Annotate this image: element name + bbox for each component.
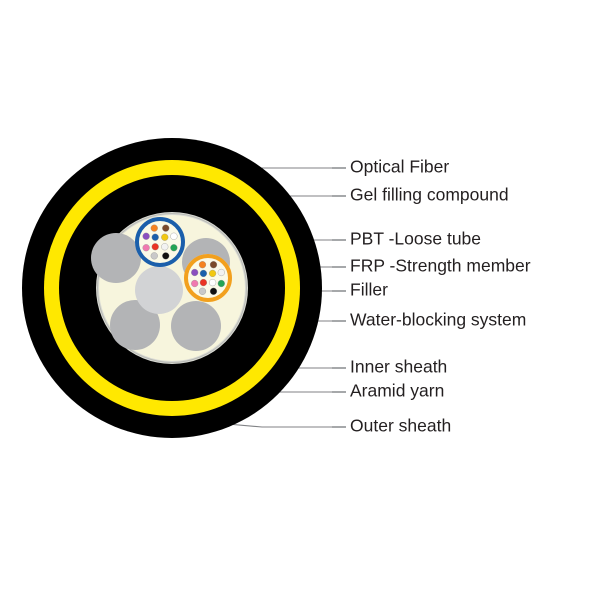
optical-fiber [198,261,207,269]
filler-rod-filler-bottom-right [171,301,221,351]
label-text-pbt-loose-tube: PBT -Loose tube [350,229,481,249]
optical-fiber [191,268,199,277]
loose-tube-blue-loose-tube [135,217,185,267]
optical-fiber [142,244,150,252]
optical-fiber [150,252,158,260]
optical-fiber [170,244,178,252]
loose-tube-ring [135,217,185,267]
water-blocking-outline [97,213,247,363]
loose-tube-orange-loose-tube [184,254,232,302]
label-row-filler[interactable]: Filler [332,280,388,300]
label-row-frp-strength-member[interactable]: FRP -Strength member [332,256,531,276]
optical-fiber [209,261,218,269]
label-row-pbt-loose-tube[interactable]: PBT -Loose tube [332,229,481,249]
optical-fiber [199,269,207,277]
optical-fiber [150,224,158,232]
label-row-gel-filling-compound[interactable]: Gel filling compound [332,185,509,205]
label-row-inner-sheath[interactable]: Inner sheath [332,357,447,377]
label-text-gel-filling-compound: Gel filling compound [350,185,509,205]
optical-fiber [198,287,207,295]
loose-tube-fill [184,254,232,302]
optical-fiber [199,279,207,287]
optical-fiber [151,233,159,241]
label-row-water-blocking-system[interactable]: Water-blocking system [332,310,526,330]
cable-group [22,138,322,438]
optical-fiber [191,279,199,288]
optical-fiber [170,232,178,240]
optical-fiber [162,252,170,260]
optical-fiber [161,243,169,251]
label-text-frp-strength-member: FRP -Strength member [350,256,531,276]
loose-tube-fill [135,217,185,267]
optical-fiber [161,233,169,241]
optical-fiber [151,243,159,251]
optical-fiber [217,268,225,277]
optical-fiber [217,279,225,288]
filler-rod-filler-left [91,233,141,283]
optical-fiber [209,269,217,277]
label-row-optical-fiber[interactable]: Optical Fiber [332,157,449,177]
label-text-filler: Filler [350,280,388,300]
label-text-outer-sheath: Outer sheath [350,416,451,436]
optical-fiber [162,224,170,232]
label-row-outer-sheath[interactable]: Outer sheath [332,416,451,436]
filler-rod-filler-bottom-left [110,300,160,350]
loose-tube-ring [184,254,232,302]
optical-fiber [209,279,217,287]
optical-fiber [209,287,218,295]
label-row-aramid-yarn[interactable]: Aramid yarn [332,381,444,401]
label-text-optical-fiber: Optical Fiber [350,157,449,177]
label-text-aramid-yarn: Aramid yarn [350,381,444,401]
label-text-inner-sheath: Inner sheath [350,357,447,377]
label-text-water-blocking-system: Water-blocking system [350,310,526,330]
optical-fiber [142,232,150,240]
frp-strength-member [135,266,183,314]
